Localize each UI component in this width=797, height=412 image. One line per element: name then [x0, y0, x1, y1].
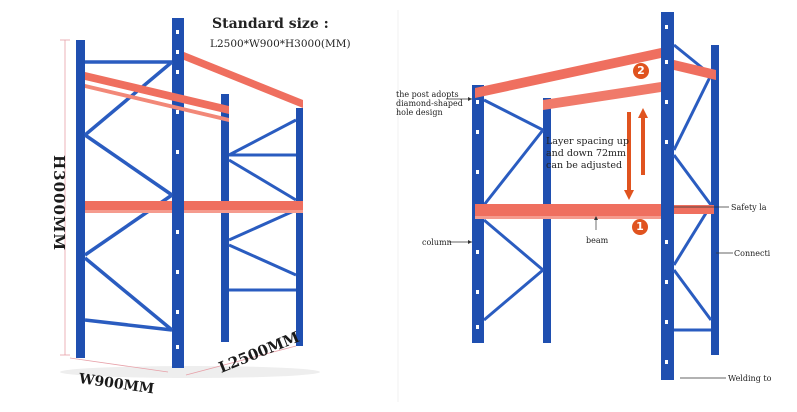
- standard-size-title: Standard size :: [212, 16, 329, 32]
- spacing-note-line-3: can be adjusted: [546, 160, 623, 171]
- right-rack: [446, 12, 733, 380]
- welding-label: Welding to: [728, 374, 772, 383]
- post-note-line-2: diamond-shaped: [396, 99, 463, 108]
- beam-label: beam: [586, 236, 609, 245]
- height-dimension-label: H3000MM: [50, 155, 68, 252]
- left-rack: [60, 18, 320, 378]
- column-label: column: [422, 238, 452, 247]
- spacing-note-line-2: and down 72mm: [546, 148, 627, 159]
- connection-label: Connecti: [734, 249, 771, 258]
- safety-lock-label: Safety la: [731, 203, 767, 212]
- badge-2: 2: [633, 63, 649, 79]
- standard-size-value: L2500*W900*H3000(MM): [210, 38, 351, 50]
- badge-1: 1: [632, 219, 648, 235]
- spacing-note: Layer spacing up and down 72mm can be ad…: [546, 136, 629, 172]
- spacing-note-line-1: Layer spacing up: [546, 136, 629, 147]
- post-note: the post adopts diamond-shaped hole desi…: [396, 90, 463, 117]
- post-note-line-1: the post adopts: [396, 90, 459, 99]
- post-note-line-3: hole design: [396, 108, 443, 117]
